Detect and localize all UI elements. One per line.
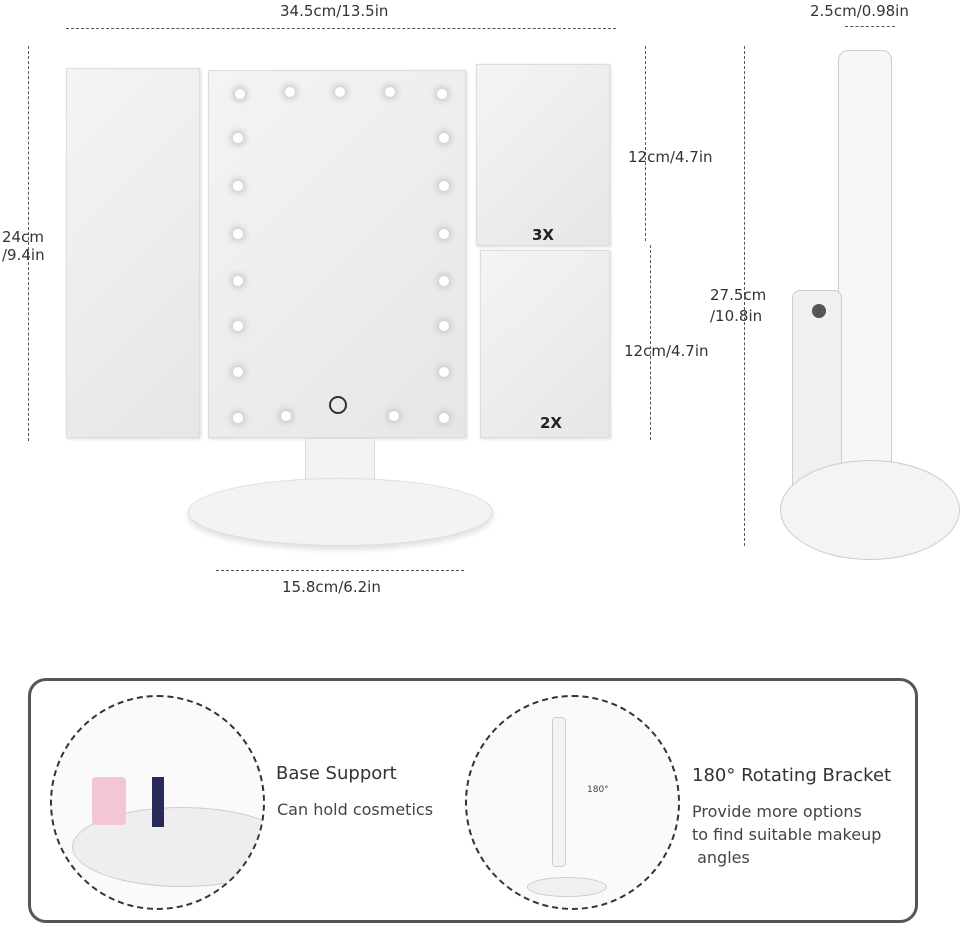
width-label: 34.5cm/13.5in bbox=[280, 2, 389, 20]
upper-right-mirror-panel bbox=[476, 64, 610, 246]
base-support-image bbox=[50, 695, 265, 910]
touch-button-icon bbox=[329, 396, 347, 414]
base-support-desc: Can hold cosmetics bbox=[277, 800, 434, 819]
side-height-label-2: /10.8in bbox=[710, 307, 763, 325]
angle-label: 180° bbox=[587, 785, 609, 795]
side-height-line bbox=[744, 46, 745, 546]
side-view-base bbox=[780, 460, 960, 560]
features-box bbox=[28, 678, 918, 923]
side-view-mirror bbox=[838, 50, 892, 510]
upper-dimension-line bbox=[645, 46, 646, 241]
depth-label: 2.5cm/0.98in bbox=[810, 2, 909, 20]
lower-dimension-line bbox=[650, 245, 651, 440]
depth-dimension-line bbox=[845, 26, 895, 27]
base-width-label: 15.8cm/6.2in bbox=[282, 578, 381, 596]
center-mirror-panel bbox=[208, 70, 466, 438]
height-label-1: 24cm bbox=[2, 228, 44, 246]
side-height-label-1: 27.5cm bbox=[710, 286, 767, 304]
rotating-bracket-desc-2: to find suitable makeup bbox=[692, 825, 882, 844]
lower-right-mirror-panel bbox=[480, 250, 610, 438]
magnification-2x: 2X bbox=[540, 414, 563, 432]
width-dimension-line bbox=[66, 28, 616, 29]
mirror-base bbox=[188, 478, 493, 546]
base-dimension-line bbox=[216, 570, 464, 571]
perfume-bottle bbox=[92, 777, 126, 825]
lower-panel-label: 12cm/4.7in bbox=[624, 342, 709, 360]
rotating-bracket-desc-1: Provide more options bbox=[692, 802, 862, 821]
height-dimension-line bbox=[28, 46, 29, 441]
rotating-bracket-title: 180° Rotating Bracket bbox=[692, 765, 892, 786]
base-support-title: Base Support bbox=[276, 763, 397, 784]
magnification-3x: 3X bbox=[532, 226, 555, 244]
rotating-bracket-image: 180° bbox=[465, 695, 680, 910]
upper-panel-label: 12cm/4.7in bbox=[628, 148, 713, 166]
left-mirror-panel bbox=[66, 68, 200, 438]
hinge-icon bbox=[812, 304, 826, 318]
rotating-bracket-desc-3: angles bbox=[692, 848, 750, 867]
height-label-2: /9.4in bbox=[2, 246, 45, 264]
lipstick bbox=[152, 777, 164, 827]
